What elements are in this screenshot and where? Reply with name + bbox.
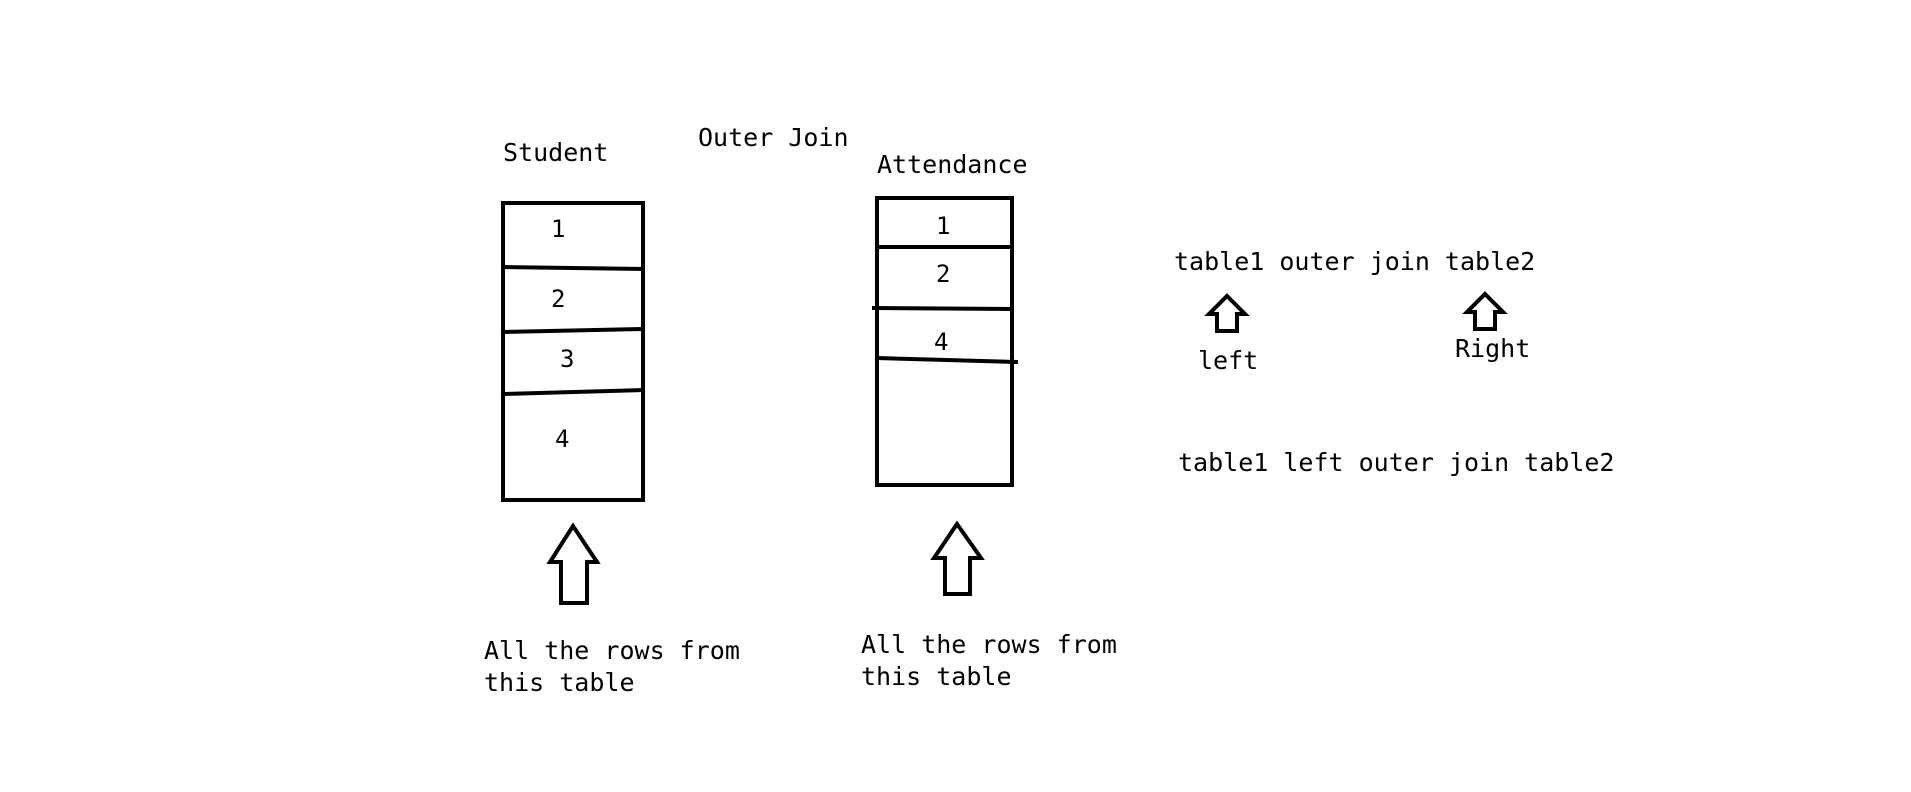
attendance-caption-line2: this table xyxy=(861,662,1012,691)
attendance-row-value: 4 xyxy=(934,328,949,356)
student-row-value: 1 xyxy=(551,215,566,243)
student-table-name: Student xyxy=(503,138,609,167)
student-caption-line1: All the rows from xyxy=(484,636,740,665)
syntax-left-label: left xyxy=(1198,346,1259,375)
up-arrow-icon xyxy=(1462,291,1508,331)
up-arrow-icon xyxy=(1204,293,1250,333)
attendance-row-value: 1 xyxy=(936,212,951,240)
syntax-line-left-outer-join: table1 left outer join table2 xyxy=(1178,448,1615,477)
student-table-outline xyxy=(501,201,645,502)
syntax-line-outer-join: table1 outer join table2 xyxy=(1174,247,1536,276)
student-row-value: 4 xyxy=(555,425,570,453)
attendance-table-outline xyxy=(875,196,1014,487)
attendance-caption-line1: All the rows from xyxy=(861,630,1117,659)
student-row-divider xyxy=(500,326,646,335)
attendance-row-divider xyxy=(874,355,1019,365)
student-caption-line2: this table xyxy=(484,668,635,697)
diagram-title: Outer Join xyxy=(698,123,849,152)
student-row-value: 2 xyxy=(551,285,566,313)
up-arrow-icon xyxy=(546,522,601,605)
student-row-divider xyxy=(500,387,646,397)
attendance-row-value: 2 xyxy=(936,260,951,288)
student-row-divider xyxy=(500,264,646,272)
syntax-right-label: Right xyxy=(1455,334,1531,363)
attendance-table-name: Attendance xyxy=(877,150,1028,179)
attendance-row-divider xyxy=(871,305,1015,312)
up-arrow-icon xyxy=(930,520,985,596)
student-row-value: 3 xyxy=(560,345,575,373)
